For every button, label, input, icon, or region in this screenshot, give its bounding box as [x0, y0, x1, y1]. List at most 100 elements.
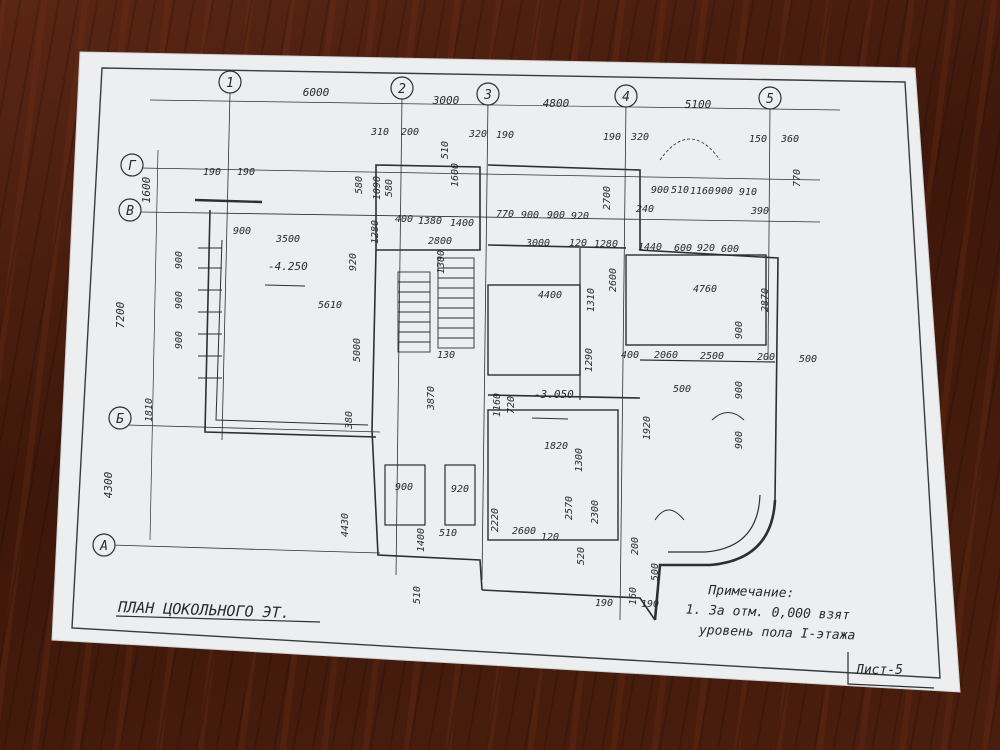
dim-4430: 4430 [340, 513, 351, 537]
dim-line-top [149, 99, 841, 111]
dim-130: 130 [437, 350, 455, 361]
dim-580-b: 580 [384, 179, 395, 197]
room-lower [487, 409, 619, 541]
wall-bottom-core [481, 589, 656, 621]
dim-320: 320 [468, 129, 487, 140]
dim-1160: 1160 [690, 186, 714, 197]
dim-500: 500 [799, 354, 817, 365]
dim-2870: 2870 [760, 288, 771, 312]
dim-1300-b: 1300 [574, 448, 585, 472]
dim-5610: 5610 [318, 300, 342, 311]
dim-900: 900 [233, 226, 251, 237]
span-g-v: 1600 [140, 176, 153, 203]
level-marker-left [264, 284, 306, 287]
dim-2700: 2700 [602, 186, 613, 210]
axis-bubble-3 [476, 82, 500, 106]
dim-2570: 2570 [564, 496, 575, 520]
dim-510-a: 510 [440, 141, 451, 159]
dim-2600: 2600 [608, 268, 619, 292]
axis-bubble-a [92, 533, 116, 557]
dim-900-e: 900 [651, 185, 669, 196]
dim-910: 910 [739, 187, 757, 198]
axis-line-2 [395, 96, 403, 576]
dim-900-f: 900 [715, 186, 733, 197]
axis-label-g: Г [128, 159, 137, 174]
dim-1290: 1290 [584, 348, 595, 372]
dim-600: 600 [674, 243, 692, 254]
dim-4760: 4760 [693, 284, 717, 295]
wall-right-block [487, 164, 779, 501]
dim-1310: 1310 [586, 288, 597, 312]
wall-mid [487, 394, 641, 399]
axis-line-b [125, 424, 381, 433]
axis-label-5: 5 [766, 92, 774, 107]
dim-2300: 2300 [590, 500, 601, 524]
axis-label-2: 2 [398, 82, 406, 97]
axis-bubble-1 [218, 70, 242, 94]
dim-190-d: 190 [237, 167, 255, 178]
dim-920-d: 920 [451, 484, 469, 495]
arc-niche-right [711, 412, 745, 421]
dim-900-b: 900 [521, 210, 539, 221]
span-v-b: 7200 [114, 301, 127, 328]
wall-curved-inner [668, 494, 761, 553]
sheet-number: Лист-5 [855, 663, 903, 678]
dim-190: 190 [496, 130, 514, 141]
dim-400-b: 400 [621, 350, 639, 361]
dim-1400-b: 1400 [416, 528, 427, 552]
dim-920-c: 920 [697, 243, 715, 254]
axis-bubble-5 [758, 86, 782, 110]
wall-right-mid [639, 359, 776, 363]
note-line-2: уровень пола I-этажа [698, 623, 856, 643]
paper-sheet [51, 51, 961, 693]
dim-770-b: 770 [792, 169, 803, 187]
axis-line-a [109, 544, 381, 554]
span-4-5: 5100 [685, 98, 712, 111]
dim-1400: 1400 [450, 218, 474, 229]
axis-bubble-2 [390, 76, 414, 100]
level-marker-center [531, 417, 569, 420]
dim-190-b: 190 [603, 132, 621, 143]
axis-line-5 [767, 105, 771, 361]
axis-bubble-v [118, 198, 142, 222]
dim-1440: 1440 [638, 242, 662, 253]
axis-label-4: 4 [622, 90, 630, 105]
dim-line-left [149, 149, 159, 541]
axis-label-b: Б [116, 412, 124, 427]
dim-2060: 2060 [654, 350, 678, 361]
room-4760 [625, 254, 767, 346]
dim-120: 120 [569, 238, 587, 249]
dim-1280: 1280 [370, 220, 381, 244]
dim-190-c: 190 [203, 167, 221, 178]
dim-2220: 2220 [490, 508, 501, 532]
dim-3870: 3870 [426, 386, 437, 411]
dim-510-d: 510 [412, 586, 423, 604]
note-line-1: 1. За отм. 0,000 взят [685, 603, 850, 624]
dim-900-i: 900 [174, 291, 185, 309]
arc-niche [654, 509, 685, 521]
dim-920: 920 [571, 211, 589, 222]
span-1-2: 6000 [303, 86, 330, 99]
wall-corridor [487, 244, 627, 249]
wall-left-wing-inner [215, 239, 369, 426]
axis-label-3: 3 [483, 88, 492, 103]
dim-770: 770 [496, 209, 514, 220]
dim-190-e: 190 [595, 598, 613, 609]
staircase [397, 257, 475, 353]
dim-920: 920 [348, 253, 359, 271]
dim-1920: 1920 [642, 416, 653, 440]
dim-4400: 4400 [538, 290, 562, 301]
dim-500-b: 500 [673, 384, 691, 395]
dim-120-b: 120 [541, 532, 559, 543]
wall-core-left [371, 249, 483, 591]
dim-900-c: 900 [547, 210, 565, 221]
dim-1820: 1820 [544, 441, 568, 452]
wall-top-left [194, 198, 263, 204]
arc-bay [659, 138, 721, 161]
dim-5000: 5000 [352, 338, 363, 362]
dim-520: 520 [576, 547, 587, 565]
dim-310: 310 [370, 127, 389, 138]
dim-1300: 1300 [436, 250, 447, 274]
span-2-3: 3000 [432, 94, 460, 107]
